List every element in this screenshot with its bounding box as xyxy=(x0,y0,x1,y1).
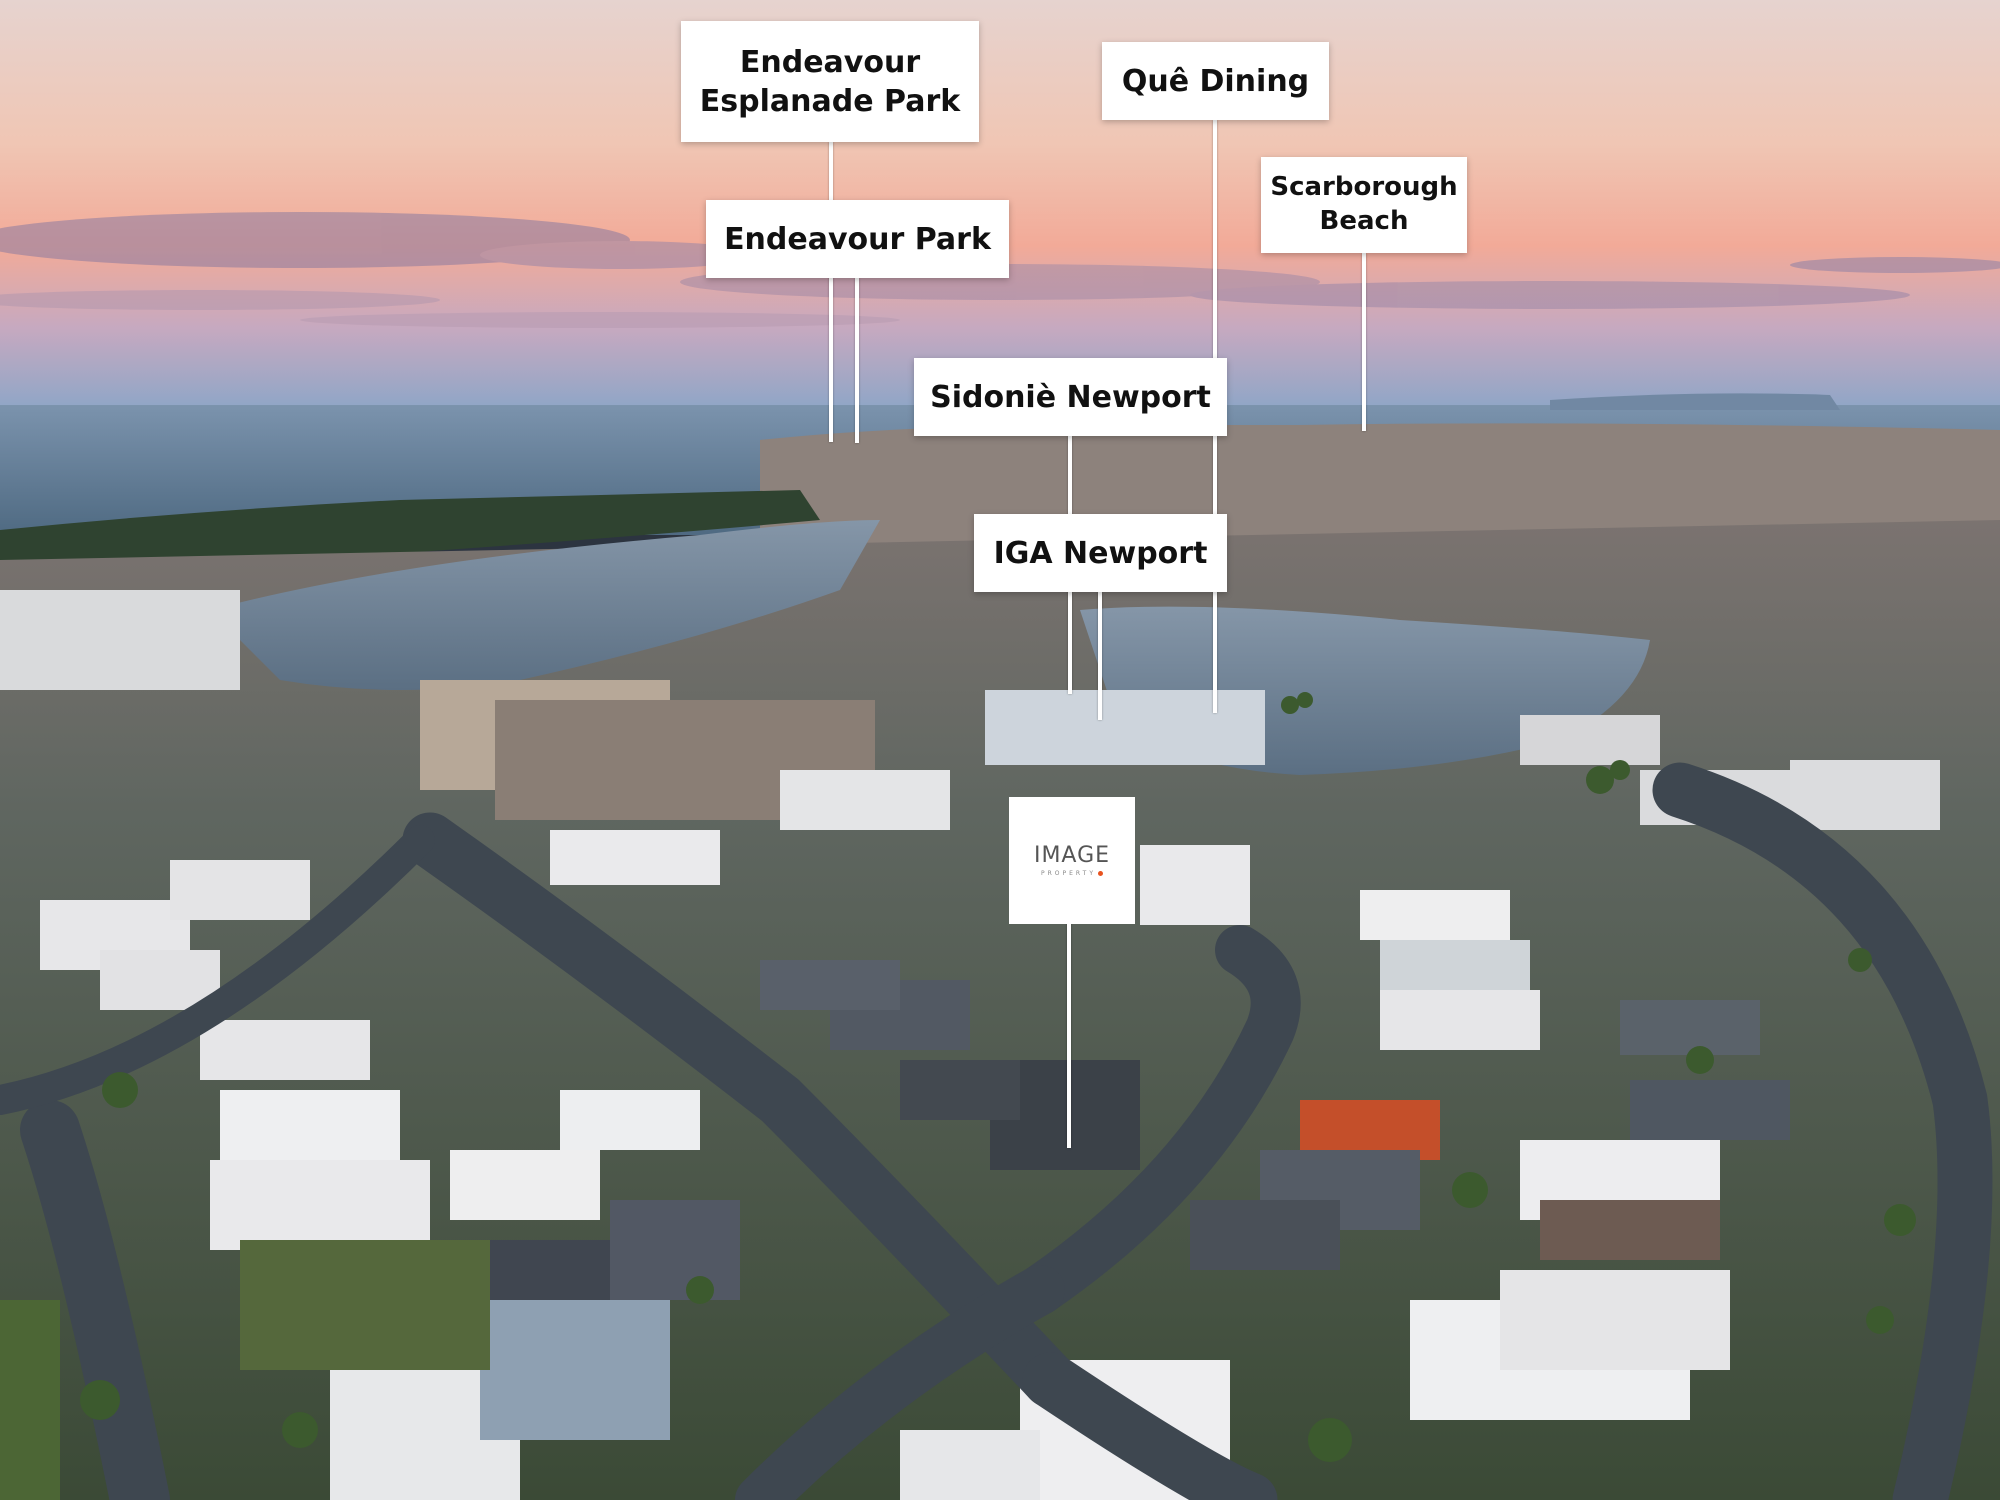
label-que-dining: Quê Dining xyxy=(1102,42,1329,120)
pin-iga xyxy=(1098,592,1102,720)
logo-subtitle: PROPERTY xyxy=(1041,869,1096,877)
label-scarborough-beach: Scarborough Beach xyxy=(1261,157,1467,253)
trees xyxy=(80,692,1916,1462)
distant-headland xyxy=(1550,393,1840,410)
label-sidonie-newport: Sidoniè Newport xyxy=(914,358,1227,436)
pin-scarborough xyxy=(1362,253,1366,431)
logo-wordmark: IMAGE xyxy=(1033,842,1111,868)
buildings xyxy=(0,590,1940,1500)
canal-left xyxy=(210,520,880,690)
mangroves xyxy=(0,490,820,570)
clouds xyxy=(0,212,2000,328)
label-iga-newport: IGA Newport xyxy=(974,514,1227,592)
pin-image-property xyxy=(1067,923,1071,1148)
image-property-logo: IMAGE PROPERTY xyxy=(1009,797,1135,924)
label-endeavour-park: Endeavour Park xyxy=(706,200,1009,278)
logo-dot-icon xyxy=(1097,870,1103,876)
roads xyxy=(0,762,1993,1500)
label-endeavour-esplanade-park: Endeavour Esplanade Park xyxy=(681,21,979,142)
pin-endeavour-park xyxy=(855,278,859,443)
pin-endeavour-esplanade xyxy=(829,142,833,442)
